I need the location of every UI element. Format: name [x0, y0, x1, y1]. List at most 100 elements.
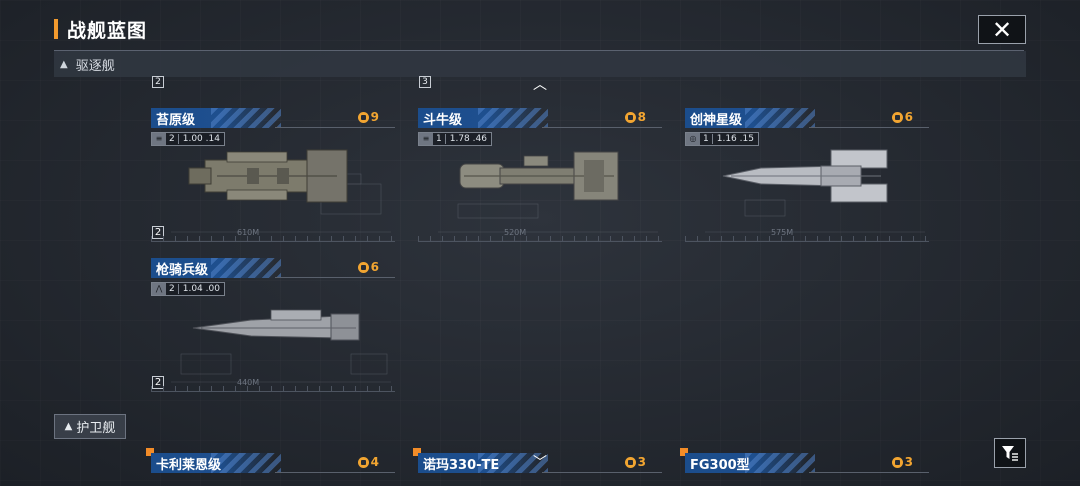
- escort-ship-card[interactable]: 诺玛330-TE 3: [413, 448, 662, 483]
- ship-card[interactable]: 创神星级 6 ◎ 1 1.16 .15 575M: [685, 108, 929, 246]
- category-label: 护卫舰: [76, 421, 116, 436]
- ship-name: 斗牛级: [423, 112, 463, 128]
- ship-silhouette: [722, 149, 888, 203]
- cost-value: 3: [637, 455, 646, 469]
- ship-cost: 3: [624, 455, 646, 469]
- cost-value: 9: [370, 110, 379, 124]
- ship-name: 苔原级: [156, 112, 196, 128]
- ship-silhouette: [188, 149, 348, 203]
- cost-value: 4: [370, 455, 379, 469]
- cost-value: 3: [904, 455, 913, 469]
- name-tag-line: [275, 277, 395, 278]
- page-title-bar: 战舰蓝图: [54, 16, 147, 42]
- header-divider: [54, 50, 1024, 51]
- cost-value: 6: [370, 260, 379, 274]
- name-tag-line: [542, 127, 662, 128]
- ship-level: 1: [700, 134, 713, 144]
- close-icon: ✕: [991, 15, 1013, 44]
- ship-stats: ◎ 1 1.16 .15: [685, 132, 759, 146]
- blueprint-sketch: [171, 353, 391, 383]
- ship-cost: 9: [357, 110, 379, 124]
- category-header-escort[interactable]: ▲ 护卫舰: [54, 414, 126, 439]
- ship-stats: ≡ 1 1.78 .46: [418, 132, 492, 146]
- new-badge: [680, 448, 688, 456]
- ship-length: 520M: [504, 228, 527, 237]
- ship-class-b-icon: ◎: [686, 133, 700, 145]
- blueprint-sketch: [705, 199, 925, 233]
- ship-level: 2: [166, 134, 179, 144]
- ship-cost: 6: [357, 260, 379, 274]
- cost-coin-icon: [357, 111, 369, 123]
- ship-cost: 8: [624, 110, 646, 124]
- ship-name: 枪骑兵级: [156, 262, 209, 278]
- blueprint-sketch: [438, 203, 658, 233]
- collapse-arrow-icon: ▲: [60, 58, 68, 70]
- name-tag-line: [809, 472, 929, 473]
- escort-ship-card[interactable]: FG300型 3: [680, 448, 929, 483]
- ship-class-a-icon: ≡: [152, 133, 166, 145]
- ship-length: 575M: [771, 228, 794, 237]
- ship-name-tag: 斗牛级: [418, 108, 548, 128]
- collapse-arrow-icon: ▲: [64, 421, 73, 432]
- page-title: 战舰蓝图: [67, 19, 148, 42]
- category-label: 驱逐舰: [75, 58, 115, 74]
- title-accent-bar: [54, 19, 58, 39]
- escort-ship-card[interactable]: 卡利莱恩级 4: [146, 448, 395, 483]
- cost-coin-icon: [357, 261, 369, 273]
- ship-name-tag: 苔原级: [151, 108, 281, 128]
- cost-coin-icon: [891, 111, 903, 123]
- ship-class-a-icon: ≡: [419, 133, 433, 145]
- name-tag-line: [542, 472, 662, 473]
- ship-card[interactable]: 枪骑兵级 6 ⋀ 2 1.04 .00 2 440M: [151, 258, 395, 396]
- ship-level: 1: [433, 134, 446, 144]
- ship-stat-value: 1.78 .46: [449, 134, 487, 144]
- ship-cost: 4: [357, 455, 379, 469]
- filter-button[interactable]: [994, 438, 1026, 468]
- cost-coin-icon: [624, 111, 636, 123]
- scale-ticks: [685, 236, 929, 241]
- cost-coin-icon: [357, 456, 369, 468]
- close-button[interactable]: ✕: [978, 15, 1026, 44]
- ship-length: 440M: [237, 378, 260, 387]
- new-badge: [413, 448, 421, 456]
- ship-name: 诺玛330-TE: [423, 457, 500, 473]
- ship-level: 2: [166, 284, 179, 294]
- ship-length: 610M: [237, 228, 260, 237]
- scale-line: [418, 241, 662, 242]
- name-tag-line: [275, 472, 395, 473]
- cost-value: 8: [637, 110, 646, 124]
- ship-class-c-icon: ⋀: [152, 283, 166, 295]
- ship-name-tag: 诺玛330-TE: [418, 453, 548, 473]
- ship-stats: ≡ 2 1.00 .14: [151, 132, 225, 146]
- ship-stat-value: 1.00 .14: [182, 134, 220, 144]
- ship-silhouette: [192, 309, 360, 341]
- row-index-badge: 2: [152, 76, 164, 88]
- cost-coin-icon: [891, 456, 903, 468]
- ship-name: FG300型: [690, 457, 750, 473]
- ship-silhouette: [459, 151, 619, 201]
- ship-stats: ⋀ 2 1.04 .00: [151, 282, 225, 296]
- scroll-up-icon[interactable]: ︿: [533, 77, 547, 93]
- ship-card[interactable]: 斗牛级 8 ≡ 1 1.78 .46 520M: [418, 108, 662, 246]
- row-index-badge: 3: [419, 76, 431, 88]
- ship-cost: 3: [891, 455, 913, 469]
- name-tag-line: [275, 127, 395, 128]
- scale-line: [151, 391, 395, 392]
- ship-name: 卡利莱恩级: [156, 457, 222, 473]
- cost-value: 6: [904, 110, 913, 124]
- name-tag-line: [809, 127, 929, 128]
- filter-icon: [1002, 446, 1018, 461]
- ship-stat-value: 1.16 .15: [716, 134, 754, 144]
- scroll-down-icon[interactable]: ﹀: [533, 455, 547, 471]
- ship-cost: 6: [891, 110, 913, 124]
- category-header-destroyer[interactable]: ▲ 驱逐舰: [54, 51, 1026, 77]
- scale-line: [151, 241, 395, 242]
- ship-name-tag: 枪骑兵级: [151, 258, 281, 278]
- ship-name-tag: 卡利莱恩级: [151, 453, 281, 473]
- new-badge: [146, 448, 154, 456]
- scale-line: [685, 241, 929, 242]
- ship-name-tag: 创神星级: [685, 108, 815, 128]
- cost-coin-icon: [624, 456, 636, 468]
- ship-card[interactable]: 苔原级 9 ≡ 2 1.00 .14 2 610M: [151, 108, 395, 246]
- ship-stat-value: 1.04 .00: [182, 284, 220, 294]
